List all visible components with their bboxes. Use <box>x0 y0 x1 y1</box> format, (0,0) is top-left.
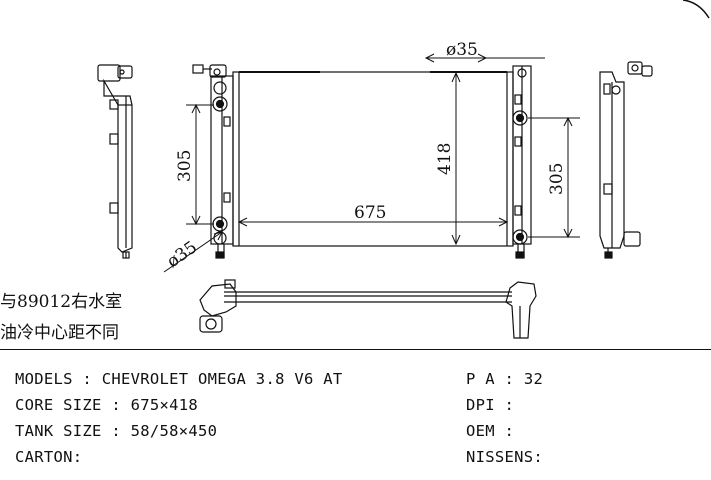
tank-size-row: TANK SIZE : 58/58×450 <box>15 422 218 440</box>
pa-label: P A <box>466 370 495 388</box>
note-line-1: 与89012右水室 <box>0 292 123 312</box>
front-left-tank <box>192 64 234 259</box>
tank-size-value: 58/58×450 <box>130 422 218 440</box>
bottom-hose-diameter-label: ø35 <box>163 237 201 272</box>
core-height-label: 418 <box>435 143 455 175</box>
dpi-row: DPI : <box>466 396 524 414</box>
front-right-tank <box>512 65 532 259</box>
radiator-technical-drawing: ø35 418 305 305 675 ø35 <box>97 40 653 339</box>
core-size-row: CORE SIZE : 675×418 <box>15 396 199 414</box>
core-width-label: 675 <box>354 203 386 223</box>
top-hose-diameter-label: ø35 <box>446 40 478 60</box>
models-value: CHEVROLET OMEGA 3.8 V6 AT <box>101 370 343 388</box>
left-side-view <box>97 64 133 259</box>
models-label: MODELS <box>15 370 73 388</box>
models-row: MODELS : CHEVROLET OMEGA 3.8 V6 AT <box>15 370 343 388</box>
oem-label: OEM <box>466 422 495 440</box>
oem-row: OEM : <box>466 422 524 440</box>
pa-value: 32 <box>523 370 544 388</box>
corner-mark <box>682 0 710 19</box>
carton-label: CARTON: <box>15 448 83 466</box>
carton-row: CARTON: <box>15 448 82 466</box>
right-side-view <box>599 61 653 259</box>
note-line-2: 油冷中心距不同 <box>0 323 119 343</box>
section-divider <box>0 349 711 350</box>
core-size-label: CORE SIZE <box>15 396 102 414</box>
core-size-value: 675×418 <box>130 396 199 414</box>
pa-row: P A : 32 <box>466 370 544 388</box>
nissens-row: NISSENS: <box>466 448 543 466</box>
dpi-label: DPI <box>466 396 495 414</box>
top-view <box>199 279 537 339</box>
tank-size-label: TANK SIZE <box>15 422 102 440</box>
dimension-lines <box>163 53 580 273</box>
nissens-label: NISSENS: <box>466 448 544 466</box>
right-outlet-spacing-label: 305 <box>547 163 567 195</box>
left-outlet-spacing-label: 305 <box>175 150 195 182</box>
